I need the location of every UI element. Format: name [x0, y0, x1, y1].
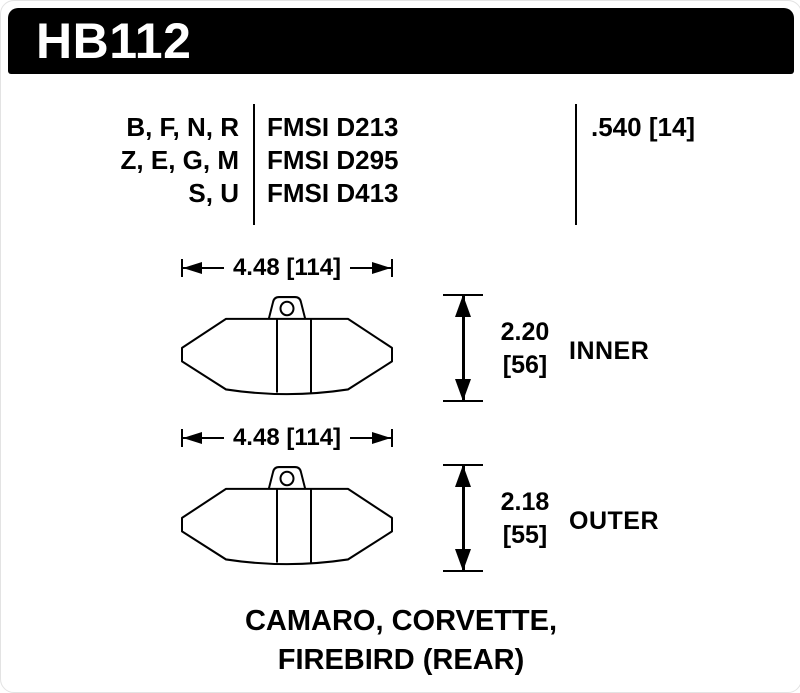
pad-outline [181, 487, 393, 566]
outer-pad-label: OUTER [569, 507, 659, 535]
mounting-hole [279, 300, 295, 317]
fmsi-code: FMSI D213 [267, 112, 399, 142]
dimension-tick [391, 429, 393, 447]
inner-pad-label: INNER [569, 337, 650, 365]
dimension-double-arrow-icon [461, 296, 465, 400]
dimension-arrow-left-icon [183, 437, 224, 439]
brake-pad-outer-drawing [181, 466, 393, 566]
header-bar: HB112 [8, 8, 794, 74]
table-divider-line [575, 104, 577, 225]
brake-pad-inner-drawing [181, 296, 393, 396]
dimension-tick [181, 429, 183, 447]
dimension-value-inches: 2.18 [500, 488, 550, 516]
compound-codes-list: B, F, N, R Z, E, G, M S, U [47, 111, 239, 210]
application-line: CAMARO, CORVETTE, [244, 605, 558, 637]
dimension-double-arrow-icon [461, 466, 465, 570]
inner-pad-width-dimension: 4.48 [114] [181, 254, 393, 282]
pad-thickness-value: .540 [14] [591, 112, 696, 142]
application-line: FIREBIRD (REAR) [277, 644, 525, 676]
compound-code: B, F, N, R [126, 112, 239, 142]
pad-outline [181, 317, 393, 396]
fmsi-code: FMSI D295 [267, 145, 399, 175]
dimension-arrow-right-icon [350, 437, 391, 439]
compound-code: Z, E, G, M [120, 145, 239, 175]
inner-pad-height-value: 2.20 [56] [487, 316, 563, 382]
fmsi-code: FMSI D413 [267, 178, 399, 208]
dimension-tick [391, 259, 393, 277]
dimension-tick [443, 400, 483, 402]
dimension-value-mm: [55] [502, 521, 548, 549]
outer-pad-height-value: 2.18 [55] [487, 486, 563, 552]
mounting-hole [279, 470, 295, 487]
dimension-tick [181, 259, 183, 277]
outer-pad-height-dimension [443, 464, 483, 572]
inner-pad-height-dimension [443, 294, 483, 402]
table-divider-line [253, 104, 255, 225]
dimension-value: 4.48 [114] [232, 254, 342, 281]
dimension-arrow-left-icon [183, 267, 224, 269]
dimension-tick [443, 570, 483, 572]
application-text: CAMARO, CORVETTE, FIREBIRD (REAR) [1, 602, 800, 680]
fmsi-codes-list: FMSI D213 FMSI D295 FMSI D413 [267, 111, 399, 210]
dimension-arrow-right-icon [350, 267, 391, 269]
dimension-value: 4.48 [114] [232, 424, 342, 451]
part-number: HB112 [36, 13, 192, 69]
compound-code: S, U [188, 178, 239, 208]
dimension-value-mm: [56] [502, 351, 548, 379]
outer-pad-width-dimension: 4.48 [114] [181, 424, 393, 452]
dimension-value-inches: 2.20 [500, 318, 550, 346]
